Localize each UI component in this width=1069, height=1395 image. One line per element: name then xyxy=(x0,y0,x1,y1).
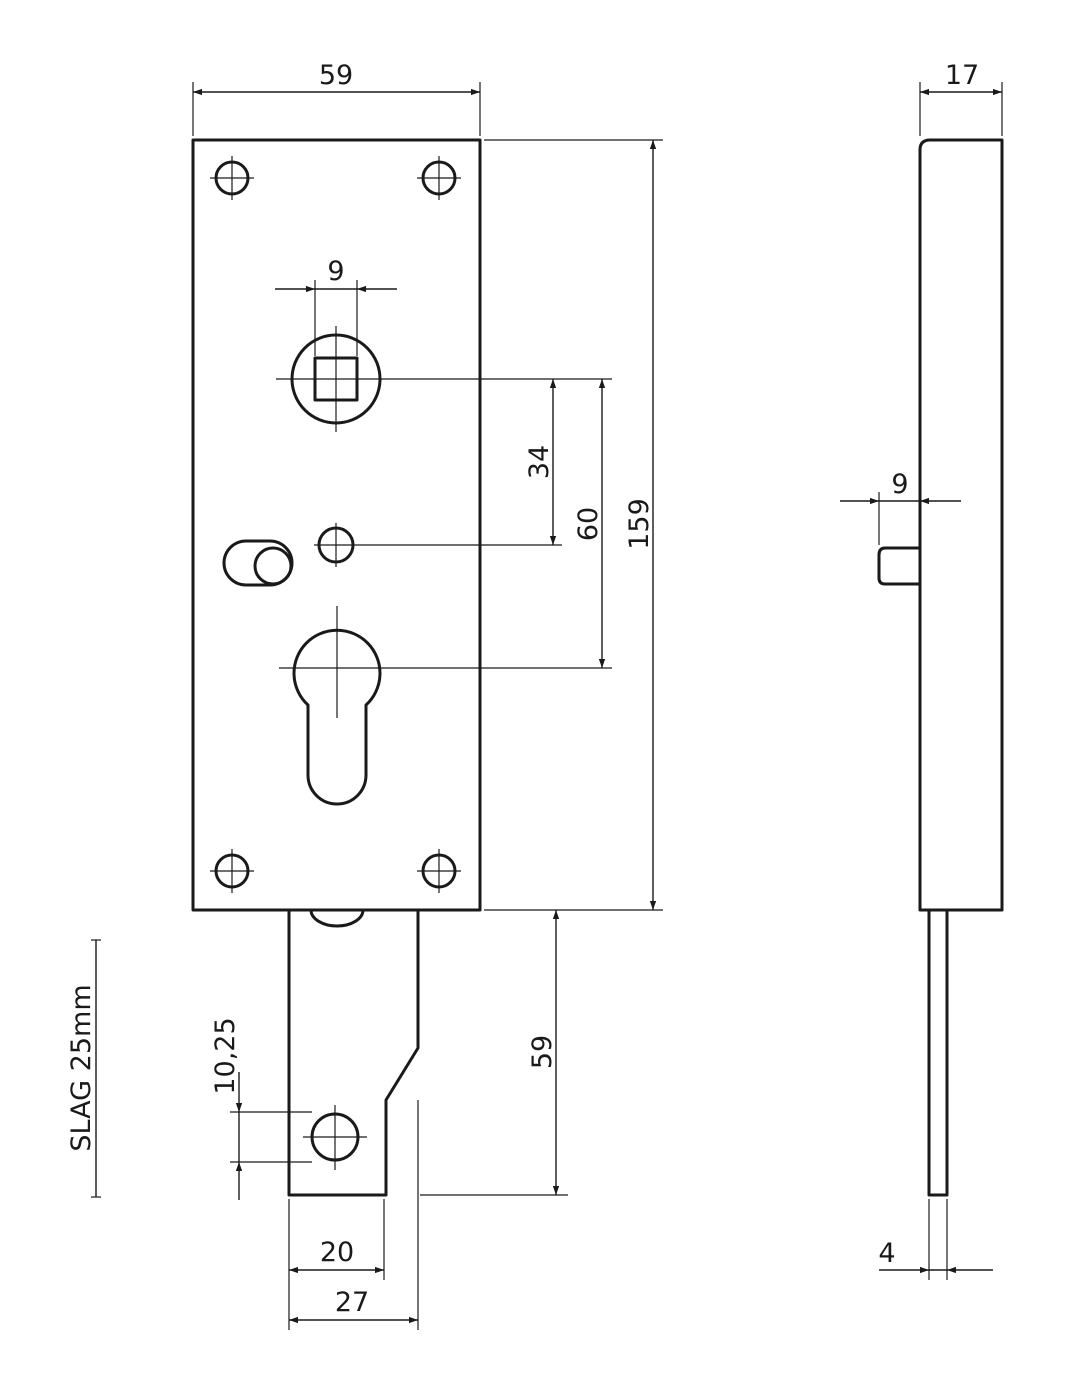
lock-body-side xyxy=(918,138,1004,912)
bolt-hole-label: 10,25 xyxy=(210,1017,241,1094)
mounting-hole-top-left xyxy=(210,156,254,200)
dimension-latch-projection: 9 xyxy=(840,469,961,545)
spindle-hub xyxy=(276,326,394,432)
latch-side xyxy=(877,546,922,586)
dimension-plate-height: 159 xyxy=(624,140,657,910)
stroke-note: SLAG 25mm xyxy=(66,939,101,1198)
dimension-spindle-to-center-hole: 34 xyxy=(524,379,557,545)
stroke-note-label: SLAG 25mm xyxy=(66,984,97,1151)
latch-projection-label: 9 xyxy=(891,469,908,500)
body-depth-label: 17 xyxy=(945,60,979,91)
bolt-hole xyxy=(303,1105,367,1170)
dimension-bolt-width: 27 xyxy=(289,1287,418,1324)
front-view: 59 9 34 60 159 xyxy=(66,60,663,1330)
dimension-bolt-hole: 10,25 xyxy=(210,1017,312,1200)
dimension-bolt-hole-offset: 20 xyxy=(289,1237,384,1274)
mounting-hole-top-right xyxy=(417,156,461,200)
plate-width-label: 59 xyxy=(319,60,353,91)
bolt-extension-label: 59 xyxy=(527,1035,558,1069)
dimension-bolt-extension: 59 xyxy=(527,910,560,1195)
latch-stud xyxy=(222,539,294,587)
dimension-spindle-to-cylinder: 60 xyxy=(573,379,606,668)
cylinder-cutout xyxy=(279,606,395,806)
mounting-hole-bottom-right xyxy=(417,849,461,893)
dimension-spindle-square: 9 xyxy=(275,256,397,356)
dimension-body-depth: 17 xyxy=(919,60,1003,136)
mounting-hole-bottom-left xyxy=(210,849,254,893)
center-hole xyxy=(314,523,358,567)
spindle-to-center-hole-label: 34 xyxy=(524,445,555,479)
dimension-bolt-thickness: 4 xyxy=(878,1199,993,1280)
bolt-thickness-label: 4 xyxy=(878,1238,895,1269)
bolt xyxy=(287,908,420,1197)
spindle-to-cylinder-label: 60 xyxy=(573,507,604,541)
bolt-width-label: 27 xyxy=(335,1287,369,1318)
bolt-side xyxy=(927,908,949,1197)
face-plate xyxy=(191,138,482,912)
plate-height-label: 159 xyxy=(624,498,655,550)
spindle-square-label: 9 xyxy=(327,256,344,287)
bolt-hole-offset-label: 20 xyxy=(320,1237,354,1268)
side-view: 17 9 4 xyxy=(840,60,1004,1280)
dimension-plate-width: 59 xyxy=(192,60,481,136)
